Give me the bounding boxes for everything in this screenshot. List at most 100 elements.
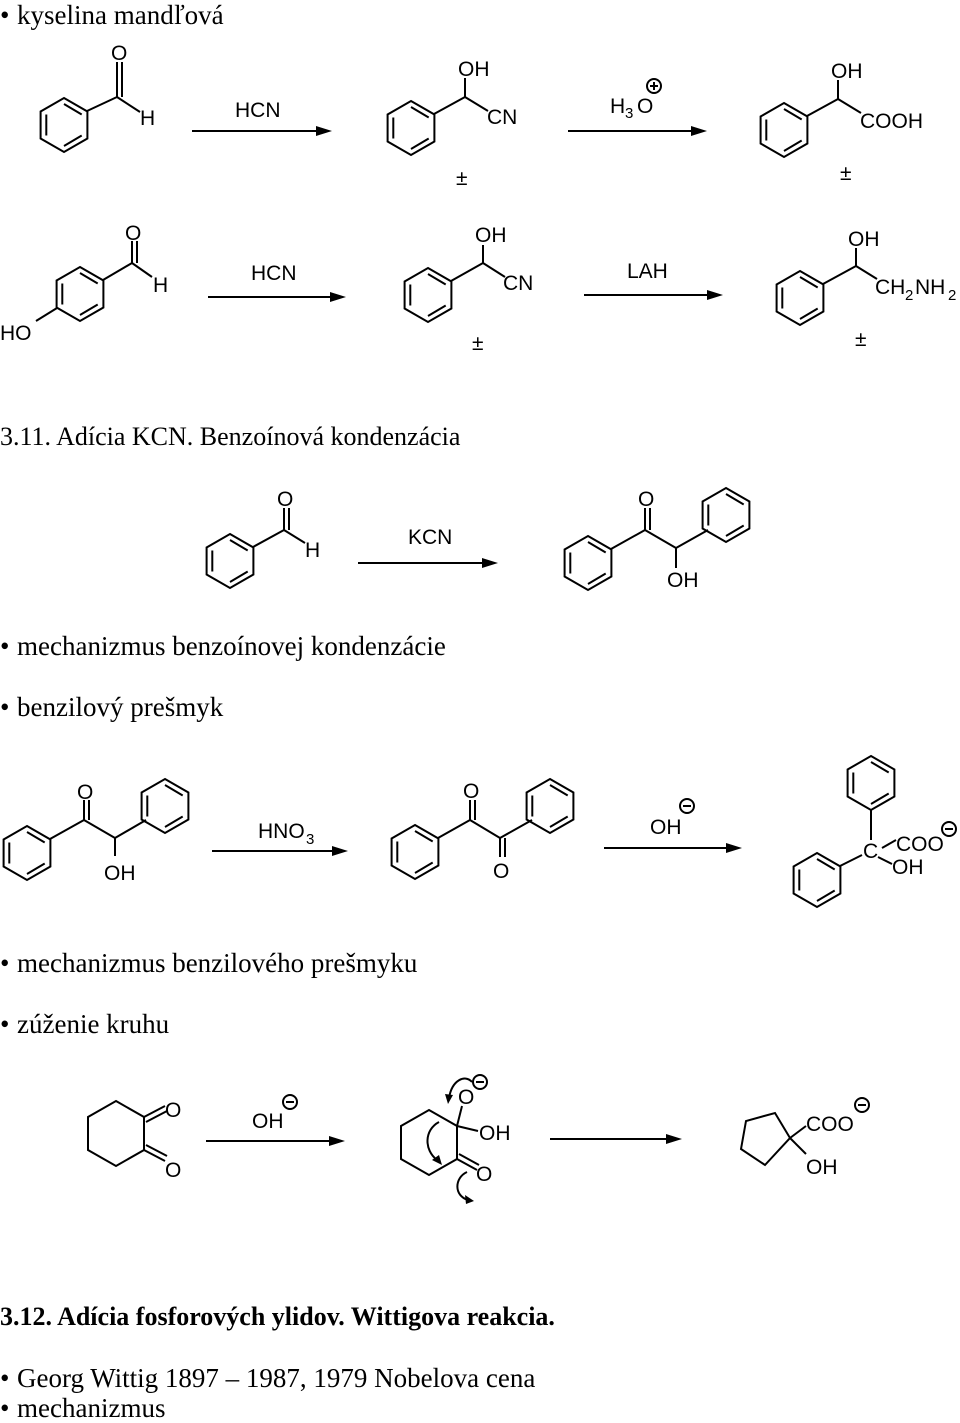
reagent-sub-3: 3: [625, 105, 633, 122]
arrow-plain: [550, 1134, 682, 1144]
negative-charge-icon: [282, 1094, 298, 1110]
group-OH: OH: [667, 569, 699, 592]
reagent-HNO: HNO: [258, 820, 305, 843]
atom-O: O: [476, 1163, 492, 1186]
racemic-sign: ±: [855, 328, 867, 351]
reagent-OH: OH: [252, 1110, 284, 1133]
atom-O: O: [493, 860, 509, 883]
negative-charge-icon: [679, 798, 695, 814]
tetrahedral-intermediate: O OH O: [400, 1074, 511, 1204]
group-CN: CN: [503, 272, 533, 295]
bullet-text: mechanizmus benzilového prešmyku: [17, 948, 418, 978]
bullet-benzil-rearrangement: •benzilový prešmyk: [0, 692, 224, 722]
atom-O: O: [77, 781, 93, 804]
arrow-hydroxide-2: OH: [206, 1094, 345, 1146]
group-OH: OH: [806, 1156, 838, 1179]
scheme-benzilic-acid: O OH HNO 3 O O: [2, 755, 957, 908]
group-HO: HO: [0, 322, 32, 345]
atom-C: C: [863, 840, 878, 863]
atom-O: O: [111, 42, 127, 65]
bullet-text: Georg Wittig 1897 – 1987, 1979 Nobelova …: [17, 1363, 536, 1393]
group-CH: CH: [875, 276, 905, 299]
group-OH: OH: [475, 224, 507, 247]
group-CN: CN: [487, 106, 517, 129]
atom-H: H: [153, 274, 168, 297]
positive-charge-icon: [646, 78, 662, 94]
heading-3-12: 3.12. Adícia fosforových ylidov. Wittigo…: [0, 1302, 555, 1331]
reagent-O: O: [637, 95, 653, 118]
atom-O: O: [638, 488, 654, 511]
group-COO: COO: [806, 1113, 854, 1136]
arrow-hydroxide: OH: [604, 798, 742, 853]
mandelic-acid: OH COOH ±: [759, 60, 923, 185]
scheme-ring-contraction: O O OH O OH O: [87, 1074, 870, 1204]
group-OH: OH: [892, 856, 924, 879]
bullet-mech-benzoin: •mechanizmus benzoínovej kondenzácie: [0, 631, 446, 661]
bullet-text: benzilový prešmyk: [17, 692, 224, 722]
atom-O: O: [125, 222, 141, 245]
cyanohydrin-1: OH CN ±: [386, 58, 517, 190]
scheme-mandelic-acid: O H HCN OH CN ± H 3 O: [39, 42, 923, 190]
reagent-kcn: KCN: [408, 526, 452, 549]
atom-O-minus: O: [458, 1086, 474, 1109]
curved-arrow-icon: [456, 1171, 469, 1201]
racemic-sign: ±: [456, 167, 468, 190]
racemic-sign: ±: [472, 332, 484, 355]
reagent-lah: LAH: [627, 260, 668, 283]
scheme-benzoin: O H KCN O OH: [205, 487, 751, 592]
bullet-mech-benzil: •mechanizmus benzilového prešmyku: [0, 948, 418, 978]
bullet-ring-contraction: •zúženie kruhu: [0, 1009, 170, 1039]
reagent-hcn: HCN: [251, 262, 297, 285]
reagent-OH: OH: [650, 816, 682, 839]
atom-O: O: [277, 488, 293, 511]
heading-3-11: 3.11. Adícia KCN. Benzoínová kondenzácia: [0, 422, 461, 451]
arrow-hno3: HNO 3: [212, 820, 348, 856]
group-OH: OH: [479, 1122, 511, 1145]
cyclohexanedione: O O: [87, 1099, 181, 1182]
atom-H: H: [140, 107, 155, 130]
atom-H: H: [305, 539, 320, 562]
group-COOH: COOH: [860, 110, 923, 133]
hydroxybenzaldehyde: O H HO: [0, 222, 168, 345]
arrow-hcn-1: HCN: [192, 99, 332, 136]
amino-alcohol: OH CH 2 NH 2 ±: [775, 228, 956, 351]
group-OH: OH: [458, 58, 490, 81]
bullet-text: mechanizmus benzoínovej kondenzácie: [17, 631, 446, 661]
group-COO: COO: [896, 833, 944, 856]
bullet-mechanism: •mechanizmus: [0, 1393, 166, 1423]
sub-2: 2: [948, 287, 956, 304]
group-OH: OH: [831, 60, 863, 83]
cyanohydrin-2: OH CN ±: [403, 224, 533, 355]
sub-2: 2: [905, 287, 913, 304]
bullet-text: zúženie kruhu: [17, 1009, 170, 1039]
group-NH: NH: [915, 276, 945, 299]
curved-arrow-icon: [448, 1077, 473, 1099]
benzilate: C COO OH: [792, 755, 957, 908]
scheme-amino-alcohol: O H HO HCN OH CN ± LAH: [0, 222, 956, 355]
reagent-H: H: [610, 95, 625, 118]
benzaldehyde-1: O H: [39, 42, 155, 153]
arrow-hcn-2: HCN: [208, 262, 346, 302]
negative-charge-icon: [472, 1074, 488, 1090]
benzoin: O OH: [563, 487, 751, 592]
atom-O: O: [463, 780, 479, 803]
benzaldehyde-2: O H: [205, 488, 320, 589]
group-OH: OH: [104, 862, 136, 885]
atom-O: O: [165, 1099, 181, 1122]
negative-charge-icon: [941, 821, 957, 837]
bullet-mandelic-acid: •kyselina mandľová: [0, 0, 224, 30]
curved-arrow-icon: [426, 1121, 440, 1161]
arrow-lah: LAH: [584, 260, 723, 300]
hydroxy-carboxylate: COO OH: [739, 1097, 870, 1179]
reagent-hcn: HCN: [235, 99, 281, 122]
bullet-wittig: •Georg Wittig 1897 – 1987, 1979 Nobelova…: [0, 1363, 536, 1393]
bullet-text: kyselina mandľová: [17, 0, 224, 30]
group-OH: OH: [848, 228, 880, 251]
benzil: O O: [390, 778, 575, 883]
bullet-text: mechanizmus: [17, 1393, 166, 1423]
benzoin-2: O OH: [2, 778, 190, 885]
atom-O: O: [165, 1159, 181, 1182]
racemic-sign: ±: [840, 162, 852, 185]
